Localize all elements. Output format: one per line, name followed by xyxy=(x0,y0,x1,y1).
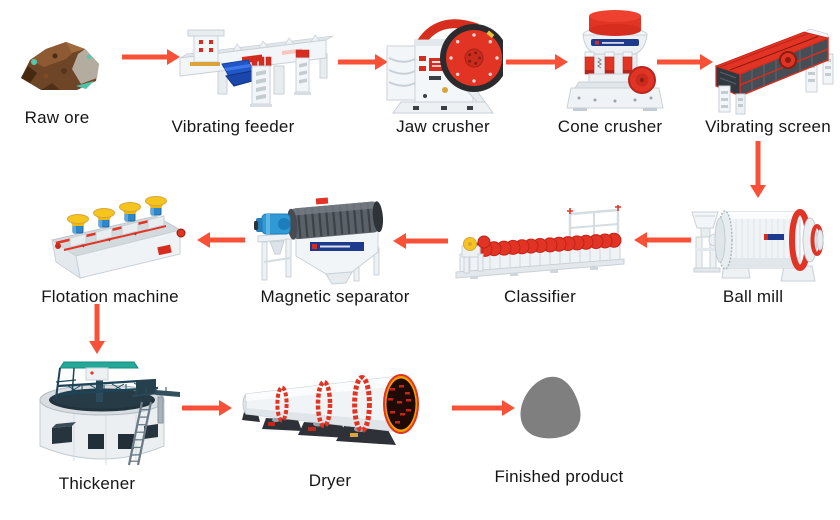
jaw-crusher-label: Jaw crusher xyxy=(396,117,490,136)
arrow-head xyxy=(393,233,406,249)
arrow-vibrating-screen-to-ball-mill xyxy=(749,141,767,198)
raw-ore-illustration xyxy=(8,26,108,106)
arrow-raw-ore-to-vibrating-feeder xyxy=(122,48,180,66)
cone-crusher-image xyxy=(566,10,664,111)
jaw-crusher-image xyxy=(386,19,503,114)
cone-crusher-label: Cone crusher xyxy=(557,117,663,136)
arrow-head xyxy=(167,49,180,65)
arrow-shaft xyxy=(755,141,761,185)
arrow-head xyxy=(502,400,515,416)
vibrating-screen-illustration xyxy=(706,24,838,116)
arrow-dryer-to-finished-product xyxy=(452,399,515,417)
arrow-shaft xyxy=(657,59,700,65)
arrow-head xyxy=(750,185,766,198)
arrow-head xyxy=(634,232,647,248)
arrow-magnetic-separator-to-flotation-machine xyxy=(197,231,245,249)
arrow-head xyxy=(555,54,568,70)
arrow-shaft xyxy=(122,54,167,60)
raw-ore-label: Raw ore xyxy=(24,108,90,127)
finished-product-label: Finished product xyxy=(494,467,624,486)
arrow-head xyxy=(375,54,388,70)
arrow-jaw-crusher-to-cone-crusher xyxy=(506,53,568,71)
vibrating-feeder-illustration xyxy=(166,16,336,112)
dryer-image xyxy=(242,374,419,445)
vibrating-feeder-label: Vibrating feeder xyxy=(171,117,295,136)
magnetic-separator-label: Magnetic separator xyxy=(260,287,410,306)
thickener-label: Thickener xyxy=(58,474,136,493)
arrow-head xyxy=(219,400,232,416)
classifier-label: Classifier xyxy=(504,287,576,306)
vibrating-screen-image xyxy=(714,28,834,115)
arrow-shaft xyxy=(338,59,375,65)
raw-ore-image xyxy=(21,42,99,90)
flotation-machine-illustration xyxy=(40,184,190,284)
ball-mill-illustration xyxy=(688,196,830,284)
classifier-illustration xyxy=(450,204,630,282)
thickener-illustration xyxy=(30,352,182,472)
arrow-shaft xyxy=(452,405,502,411)
arrow-head xyxy=(197,232,210,248)
arrow-head xyxy=(700,54,713,70)
arrow-shaft xyxy=(210,237,245,243)
arrow-shaft xyxy=(647,237,691,243)
cone-crusher-illustration xyxy=(565,8,665,118)
arrow-shaft xyxy=(94,304,100,341)
thickener-image xyxy=(39,361,180,466)
magnetic-separator-image xyxy=(254,197,384,285)
arrow-classifier-to-magnetic-separator xyxy=(393,232,448,250)
arrow-shaft xyxy=(406,238,448,244)
finished-product-image xyxy=(520,376,581,439)
vibrating-feeder-image xyxy=(179,29,334,107)
magnetic-separator-illustration xyxy=(254,192,396,286)
vibrating-screen-label: Vibrating screen xyxy=(705,117,831,136)
arrow-thickener-to-dryer xyxy=(182,399,232,417)
arrow-shaft xyxy=(182,405,219,411)
flotation-machine-image xyxy=(50,196,186,280)
arrow-ball-mill-to-classifier xyxy=(634,231,691,249)
jaw-crusher-illustration xyxy=(383,10,503,116)
arrow-vibrating-feeder-to-jaw-crusher xyxy=(338,53,388,71)
finished-product-illustration xyxy=(516,374,594,448)
flotation-machine-label: Flotation machine xyxy=(41,287,179,306)
dryer-illustration xyxy=(238,364,442,454)
arrow-shaft xyxy=(506,59,555,65)
ball-mill-label: Ball mill xyxy=(722,287,784,306)
dryer-label: Dryer xyxy=(308,471,352,490)
ball-mill-image xyxy=(691,209,824,282)
classifier-image xyxy=(455,205,625,279)
arrow-flotation-machine-to-thickener xyxy=(88,304,106,354)
arrow-head xyxy=(89,341,105,354)
arrow-cone-crusher-to-vibrating-screen xyxy=(657,53,713,71)
